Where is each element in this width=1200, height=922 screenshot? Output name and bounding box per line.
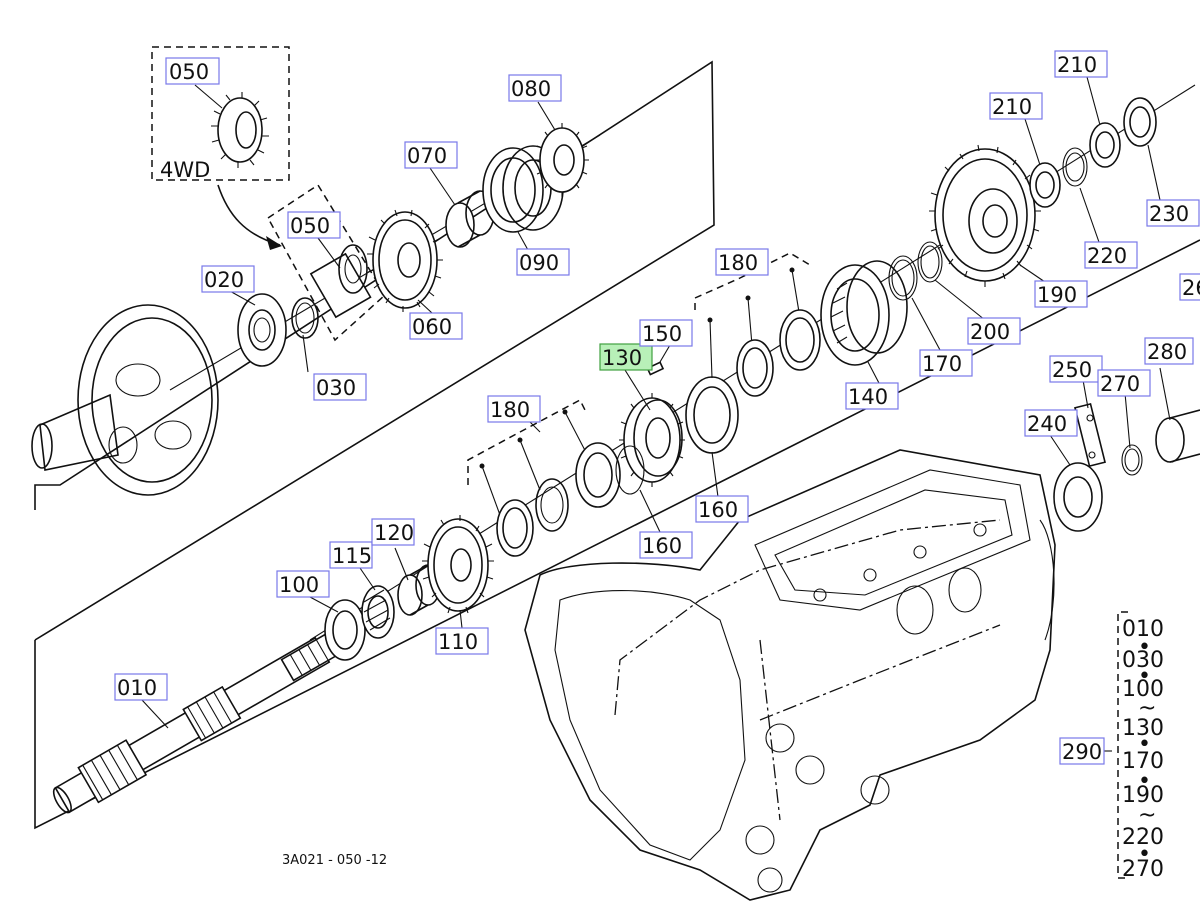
- side-list-separator: •: [1138, 732, 1151, 757]
- svg-text:150: 150: [642, 322, 682, 346]
- svg-text:090: 090: [519, 251, 559, 275]
- side-list-separator: •: [1138, 635, 1151, 660]
- svg-text:030: 030: [316, 376, 356, 400]
- svg-text:270: 270: [1100, 372, 1140, 396]
- side-list-290: 010 • 030 • 100 ~ 130 • 170 • 190 ~ 220 …: [1117, 611, 1164, 882]
- callout-210-right[interactable]: 210: [1054, 50, 1108, 78]
- callout-180-lower[interactable]: 180: [487, 395, 541, 423]
- callout-270[interactable]: 270: [1097, 369, 1151, 397]
- side-list-item: 220: [1122, 825, 1164, 850]
- svg-text:060: 060: [412, 315, 452, 339]
- svg-text:020: 020: [204, 268, 244, 292]
- callout-180-upper[interactable]: 180: [715, 248, 769, 276]
- callout-160-lower[interactable]: 160: [639, 531, 693, 559]
- callout-240[interactable]: 240: [1024, 409, 1078, 437]
- callout-130[interactable]: 130: [599, 343, 653, 371]
- side-list-separator: ~: [1138, 696, 1156, 721]
- callout-150[interactable]: 150: [639, 319, 693, 347]
- svg-text:230: 230: [1149, 202, 1189, 226]
- callout-140[interactable]: 140: [845, 382, 899, 410]
- callout-020[interactable]: 020: [201, 265, 255, 293]
- svg-text:110: 110: [438, 630, 478, 654]
- callout-050[interactable]: 050: [287, 211, 341, 239]
- callout-120[interactable]: 120: [371, 518, 415, 546]
- side-list-item: 170: [1122, 749, 1164, 774]
- svg-text:26: 26: [1182, 276, 1200, 300]
- side-list-item: 100: [1122, 677, 1164, 702]
- upper-shaft-assembly: [31, 123, 601, 496]
- svg-text:240: 240: [1027, 412, 1067, 436]
- svg-text:140: 140: [848, 385, 888, 409]
- callout-220[interactable]: 220: [1084, 241, 1138, 269]
- transmission-housing: [524, 449, 1056, 901]
- callout-200[interactable]: 200: [967, 317, 1021, 345]
- svg-text:160: 160: [642, 534, 682, 558]
- svg-text:100: 100: [279, 573, 319, 597]
- svg-text:070: 070: [407, 144, 447, 168]
- svg-text:210: 210: [1057, 53, 1097, 77]
- svg-text:050: 050: [169, 60, 209, 84]
- callout-050-inset[interactable]: 050: [165, 57, 220, 85]
- side-list-item: 270: [1122, 857, 1164, 882]
- svg-text:290: 290: [1062, 740, 1102, 764]
- side-list-item: 010: [1122, 617, 1164, 642]
- svg-text:050: 050: [290, 214, 330, 238]
- callout-100[interactable]: 100: [276, 570, 330, 598]
- side-list-item: 190: [1122, 783, 1164, 808]
- callout-190[interactable]: 190: [1034, 280, 1088, 308]
- inset-4wd: 4WD: [151, 46, 290, 250]
- svg-text:080: 080: [511, 77, 551, 101]
- side-list-item: 030: [1122, 648, 1164, 673]
- svg-text:170: 170: [922, 352, 962, 376]
- side-list-separator: •: [1138, 769, 1151, 794]
- callout-090[interactable]: 090: [516, 248, 570, 276]
- svg-text:250: 250: [1052, 358, 1092, 382]
- svg-text:115: 115: [332, 544, 372, 568]
- callout-290[interactable]: 290: [1059, 737, 1105, 765]
- drawing-code: 3A021 - 050 -12: [282, 853, 387, 868]
- callout-115[interactable]: 115: [329, 541, 373, 569]
- callout-070[interactable]: 070: [404, 141, 458, 169]
- inset-4wd-label: 4WD: [160, 158, 210, 182]
- side-list-separator: •: [1138, 664, 1151, 689]
- callout-26-partial[interactable]: 26: [1179, 273, 1200, 301]
- svg-text:120: 120: [374, 521, 414, 545]
- svg-text:180: 180: [718, 251, 758, 275]
- callout-160-upper[interactable]: 160: [695, 495, 749, 523]
- svg-text:010: 010: [117, 676, 157, 700]
- callout-010[interactable]: 010: [114, 673, 168, 701]
- side-list-item: 130: [1122, 716, 1164, 741]
- callout-080[interactable]: 080: [508, 74, 562, 102]
- lower-plane-outline: [34, 239, 1200, 830]
- side-list-separator: ~: [1138, 803, 1156, 828]
- main-shaft-assembly: [52, 84, 1196, 814]
- svg-text:160: 160: [698, 498, 738, 522]
- svg-text:190: 190: [1037, 283, 1077, 307]
- callout-210-left[interactable]: 210: [989, 92, 1043, 120]
- callout-110[interactable]: 110: [435, 627, 489, 655]
- side-list-separator: •: [1138, 842, 1151, 867]
- leader-lines: [141, 76, 1171, 752]
- callout-030[interactable]: 030: [313, 373, 367, 401]
- callout-230[interactable]: 230: [1146, 199, 1200, 227]
- svg-text:220: 220: [1087, 244, 1127, 268]
- callout-250[interactable]: 250: [1049, 355, 1103, 383]
- svg-text:130: 130: [602, 346, 642, 370]
- svg-text:210: 210: [992, 95, 1032, 119]
- svg-text:280: 280: [1147, 340, 1187, 364]
- svg-text:180: 180: [490, 398, 530, 422]
- callout-280[interactable]: 280: [1144, 337, 1194, 365]
- svg-text:200: 200: [970, 320, 1010, 344]
- callout-170[interactable]: 170: [919, 349, 973, 377]
- callout-060[interactable]: 060: [409, 312, 463, 340]
